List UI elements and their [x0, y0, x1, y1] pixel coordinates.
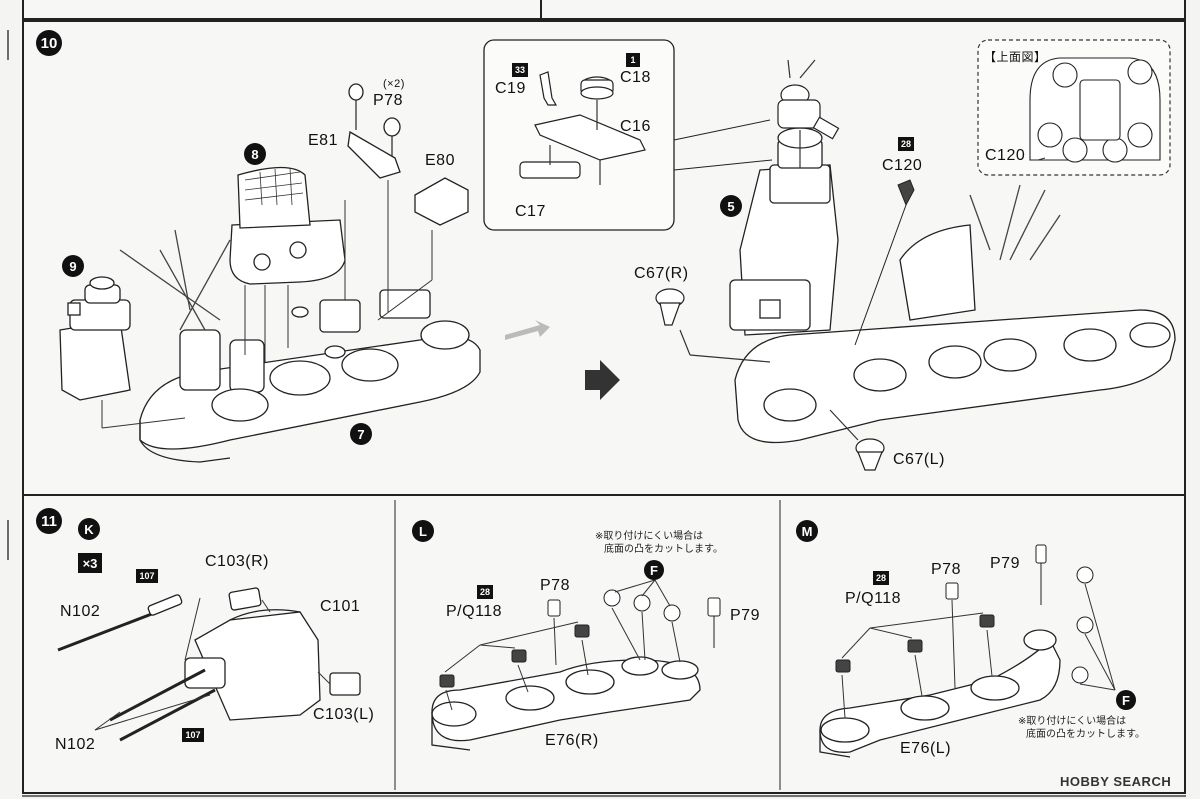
- f-marker-l: F: [644, 560, 664, 580]
- top-strip-right: [540, 0, 1186, 20]
- label-c19: C19: [495, 80, 526, 97]
- sub-5-marker: 5: [720, 195, 742, 217]
- mast-top: [777, 59, 840, 168]
- m-small-parts: [835, 544, 1094, 684]
- label-p79-l: P79: [730, 607, 760, 624]
- sub-8-marker: 8: [244, 143, 266, 165]
- e76r-base: [431, 656, 701, 751]
- label-inset-title: 【上面図】: [984, 50, 1047, 64]
- f-marker-m: F: [1116, 690, 1136, 710]
- label-pq118-m: P/Q118: [845, 590, 902, 607]
- badge-28-c120: 28: [898, 137, 914, 151]
- label-n102-top: N102: [60, 603, 101, 620]
- hull-assembly-left: [119, 229, 481, 463]
- label-c103r: C103(R): [205, 553, 269, 570]
- badge-x3: ×3: [78, 553, 102, 573]
- label-p78-m: P78: [931, 561, 961, 578]
- label-p78-top: P78: [373, 92, 403, 109]
- note-l-line1: ※取り付けにくい場合は: [595, 531, 704, 542]
- hull-assembly-right: [729, 127, 1176, 444]
- label-c120: C120: [882, 157, 923, 174]
- badge-107-bottom: 107: [182, 728, 204, 742]
- label-n102-bottom: N102: [55, 736, 96, 753]
- tower-9: [59, 276, 131, 401]
- e81-part: [347, 83, 401, 179]
- watermark: HOBBY SEARCH: [1060, 774, 1172, 789]
- label-c120-inset: C120: [985, 147, 1026, 164]
- funnel-part: [229, 166, 346, 285]
- label-x2: (×2): [383, 78, 405, 90]
- label-c103l: C103(L): [313, 706, 375, 723]
- label-p78-l: P78: [540, 577, 570, 594]
- step-10-number: 10: [36, 30, 62, 56]
- note-l-line2: 底面の凸をカットします。: [604, 544, 723, 555]
- label-e81: E81: [308, 132, 338, 149]
- badge-1: 1: [626, 53, 640, 67]
- label-c101: C101: [320, 598, 361, 615]
- sub-l-marker: L: [412, 520, 434, 542]
- label-c67l: C67(L): [893, 451, 945, 468]
- e76l-base: [819, 629, 1061, 758]
- label-c18: C18: [620, 69, 651, 86]
- sub-m-marker: M: [796, 520, 818, 542]
- top-view-parts: [1029, 57, 1161, 163]
- note-m-line1: ※取り付けにくい場合は: [1018, 716, 1127, 727]
- note-m-line2: 底面の凸をカットします。: [1026, 729, 1145, 740]
- label-pq118-l: P/Q118: [446, 603, 503, 620]
- label-c67r: C67(R): [634, 265, 689, 282]
- badge-107-top: 107: [136, 569, 158, 583]
- badge-33: 33: [512, 63, 528, 77]
- badge-28-m: 28: [873, 571, 889, 585]
- label-p79-m: P79: [990, 555, 1020, 572]
- sub-9-marker: 9: [62, 255, 84, 277]
- label-c16: C16: [620, 118, 651, 135]
- step-11-number: 11: [36, 508, 62, 534]
- e80-part: [414, 177, 469, 226]
- inset-parts: [519, 71, 646, 185]
- sub-7-marker: 7: [350, 423, 372, 445]
- badge-28-l: 28: [477, 585, 493, 599]
- turret-assembly: [57, 587, 361, 742]
- c67-parts: [655, 288, 885, 471]
- sub-k-marker: K: [78, 518, 100, 540]
- label-c17: C17: [515, 203, 546, 220]
- l-small-parts: [439, 589, 721, 688]
- label-e80: E80: [425, 152, 455, 169]
- label-e76r: E76(R): [545, 732, 599, 749]
- label-e76l: E76(L): [900, 740, 952, 757]
